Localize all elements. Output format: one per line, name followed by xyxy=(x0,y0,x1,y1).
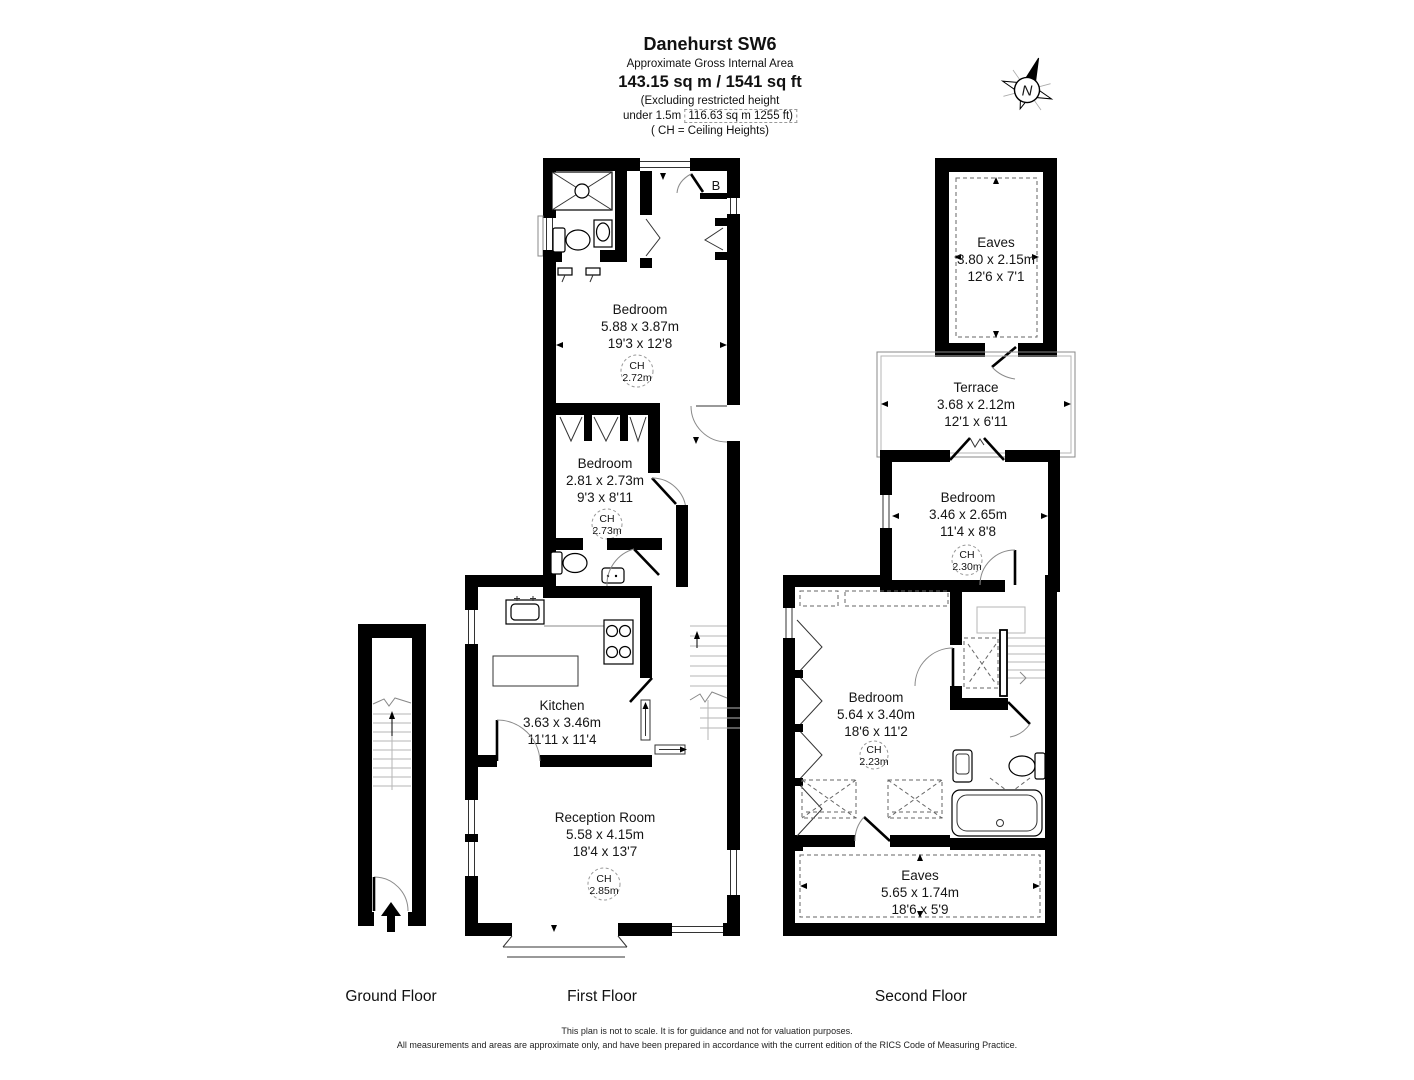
bedroom2-door xyxy=(651,477,688,587)
towel-rail-icons xyxy=(557,267,601,283)
kitchen-room xyxy=(492,586,653,703)
title-ch-note: ( CH = Ceiling Heights) xyxy=(651,125,769,138)
room-metric: 5.64 x 3.40m xyxy=(837,707,915,722)
room-name: Eaves xyxy=(901,868,939,883)
room-name: Bedroom xyxy=(578,456,633,471)
room-metric: 5.58 x 4.15m xyxy=(566,827,644,842)
room-label-eaves-bottom: Eaves 5.65 x 1.74m 18'6 x 5'9 xyxy=(881,868,959,917)
room-imperial: 12'6 x 7'1 xyxy=(968,269,1025,284)
room-name: Bedroom xyxy=(849,690,904,705)
terrace xyxy=(876,351,1076,458)
title-excluding-line: (Excluding restricted height xyxy=(640,94,780,107)
room-label-bedroom-2: Bedroom 2.81 x 2.73m 9'3 x 8'11 CH 2.73m xyxy=(566,456,644,540)
title-block: Danehurst SW6 Approximate Gross Internal… xyxy=(618,33,801,139)
first-floor-plan: B Bedroom 5.88 x 3.87m 19'3 x 12'8 CH 2.… xyxy=(465,158,740,958)
wc-room xyxy=(543,538,662,587)
title-area: 143.15 sq m / 1541 sq ft xyxy=(618,72,802,91)
room-metric: 5.88 x 3.87m xyxy=(601,319,679,334)
room-name: Bedroom xyxy=(613,302,668,317)
room-imperial: 18'4 x 13'7 xyxy=(573,844,637,859)
room-imperial: 9'3 x 8'11 xyxy=(577,490,633,505)
room-name: Eaves xyxy=(977,235,1015,250)
entry-vestibule xyxy=(640,171,728,444)
ground-floor-walls xyxy=(358,624,426,926)
second-floor-label: Second Floor xyxy=(874,988,968,1005)
disclaimer: This plan is not to scale. It is for gui… xyxy=(397,1025,1017,1053)
compass-north-label: N xyxy=(1022,83,1033,100)
ground-floor-entry-door xyxy=(372,876,409,932)
entry-arrow-icon xyxy=(381,902,401,916)
first-floor-stairs xyxy=(640,625,740,755)
wardrobe-row xyxy=(556,403,660,473)
title-under-prefix: under 1.5m xyxy=(622,109,682,122)
room-name: Reception Room xyxy=(555,810,656,825)
ch-label: CH xyxy=(866,744,881,756)
wardrobe-zigzag xyxy=(795,590,949,837)
island-counter xyxy=(492,655,579,687)
room-label-kitchen: Kitchen 3.63 x 3.46m 11'11 x 11'4 xyxy=(523,698,601,747)
room-metric: 2.81 x 2.73m xyxy=(566,473,644,488)
room-metric: 3.46 x 2.65m xyxy=(929,507,1007,522)
room-imperial: 18'6 x 5'9 xyxy=(892,902,949,917)
first-floor-label: First Floor xyxy=(567,988,637,1005)
ch-label: CH xyxy=(596,873,611,885)
property-title: Danehurst SW6 xyxy=(643,34,777,54)
eaves-room-top xyxy=(935,158,1057,380)
bay-window xyxy=(500,923,632,958)
room-metric: 3.63 x 3.46m xyxy=(523,715,601,730)
eaves-bottom xyxy=(799,854,1041,918)
title-under-line: under 1.5m 116.63 sq m 1255 ft) xyxy=(618,108,801,124)
bedroom-346-walls xyxy=(880,437,1060,592)
second-floor-plan: Eaves 3.80 x 2.15m 12'6 x 7'1 Terrace 3.… xyxy=(783,158,1076,936)
ch-value: 2.85m xyxy=(589,885,618,897)
ch-label: CH xyxy=(629,360,644,372)
second-floor-stairs xyxy=(963,606,1045,697)
bathtub-icon xyxy=(951,789,1043,837)
ch-label: CH xyxy=(599,513,614,525)
bathroom-partitions xyxy=(543,171,627,262)
room-metric: 3.68 x 2.12m xyxy=(937,397,1015,412)
bathroom-fixtures xyxy=(951,749,1046,837)
disclaimer-line-2: All measurements and areas are approxima… xyxy=(396,1039,1018,1050)
reception-divider xyxy=(465,719,652,767)
ground-floor-plan xyxy=(358,624,426,932)
disclaimer-line-1: This plan is not to scale. It is for gui… xyxy=(561,1026,853,1036)
compass-icon: N xyxy=(1000,57,1054,111)
basin-icon xyxy=(593,219,613,248)
radiator-icon xyxy=(640,699,651,741)
room-imperial: 11'4 x 8'8 xyxy=(940,524,996,539)
room-imperial: 11'11 x 11'4 xyxy=(528,732,597,747)
ch-value: 2.23m xyxy=(859,756,888,768)
ch-value: 2.73m xyxy=(592,525,621,537)
ch-value: 2.30m xyxy=(952,561,981,573)
room-label-reception: Reception Room 5.58 x 4.15m 18'4 x 13'7 … xyxy=(555,810,656,901)
toilet-icon xyxy=(1008,755,1036,777)
ground-floor-stairs xyxy=(372,697,412,790)
ch-value: 2.72m xyxy=(622,372,651,384)
room-name: Terrace xyxy=(953,380,998,395)
title-under-boxed: 116.63 sq m 1255 ft) xyxy=(684,108,798,123)
second-floor-main-walls xyxy=(783,575,1057,936)
ch-label: CH xyxy=(959,549,974,561)
room-metric: 3.80 x 2.15m xyxy=(957,252,1035,267)
room-metric: 5.65 x 1.74m xyxy=(881,885,959,900)
room-label-terrace: Terrace 3.68 x 2.12m 12'1 x 6'11 xyxy=(937,380,1015,429)
room-label-eaves-top: Eaves 3.80 x 2.15m 12'6 x 7'1 xyxy=(957,235,1035,284)
room-imperial: 18'6 x 11'2 xyxy=(844,724,907,739)
room-imperial: 12'1 x 6'11 xyxy=(944,414,1007,429)
restricted-height-boxes xyxy=(801,777,1031,819)
room-label-bedroom-564: Bedroom 5.64 x 3.40m 18'6 x 11'2 CH 2.23… xyxy=(837,690,915,770)
toilet-icon xyxy=(552,227,591,253)
shower-icon xyxy=(551,171,613,211)
room-name: Kitchen xyxy=(539,698,584,713)
boiler-label: B xyxy=(712,178,721,193)
room-label-bedroom-346: Bedroom 3.46 x 2.65m 11'4 x 8'8 CH 2.30m xyxy=(929,490,1007,576)
room-name: Bedroom xyxy=(941,490,996,505)
ground-floor-label: Ground Floor xyxy=(345,988,437,1005)
room-label-bedroom-1: Bedroom 5.88 x 3.87m 19'3 x 12'8 CH 2.72… xyxy=(601,302,679,388)
room-imperial: 19'3 x 12'8 xyxy=(608,336,672,351)
title-subtitle: Approximate Gross Internal Area xyxy=(626,57,794,70)
